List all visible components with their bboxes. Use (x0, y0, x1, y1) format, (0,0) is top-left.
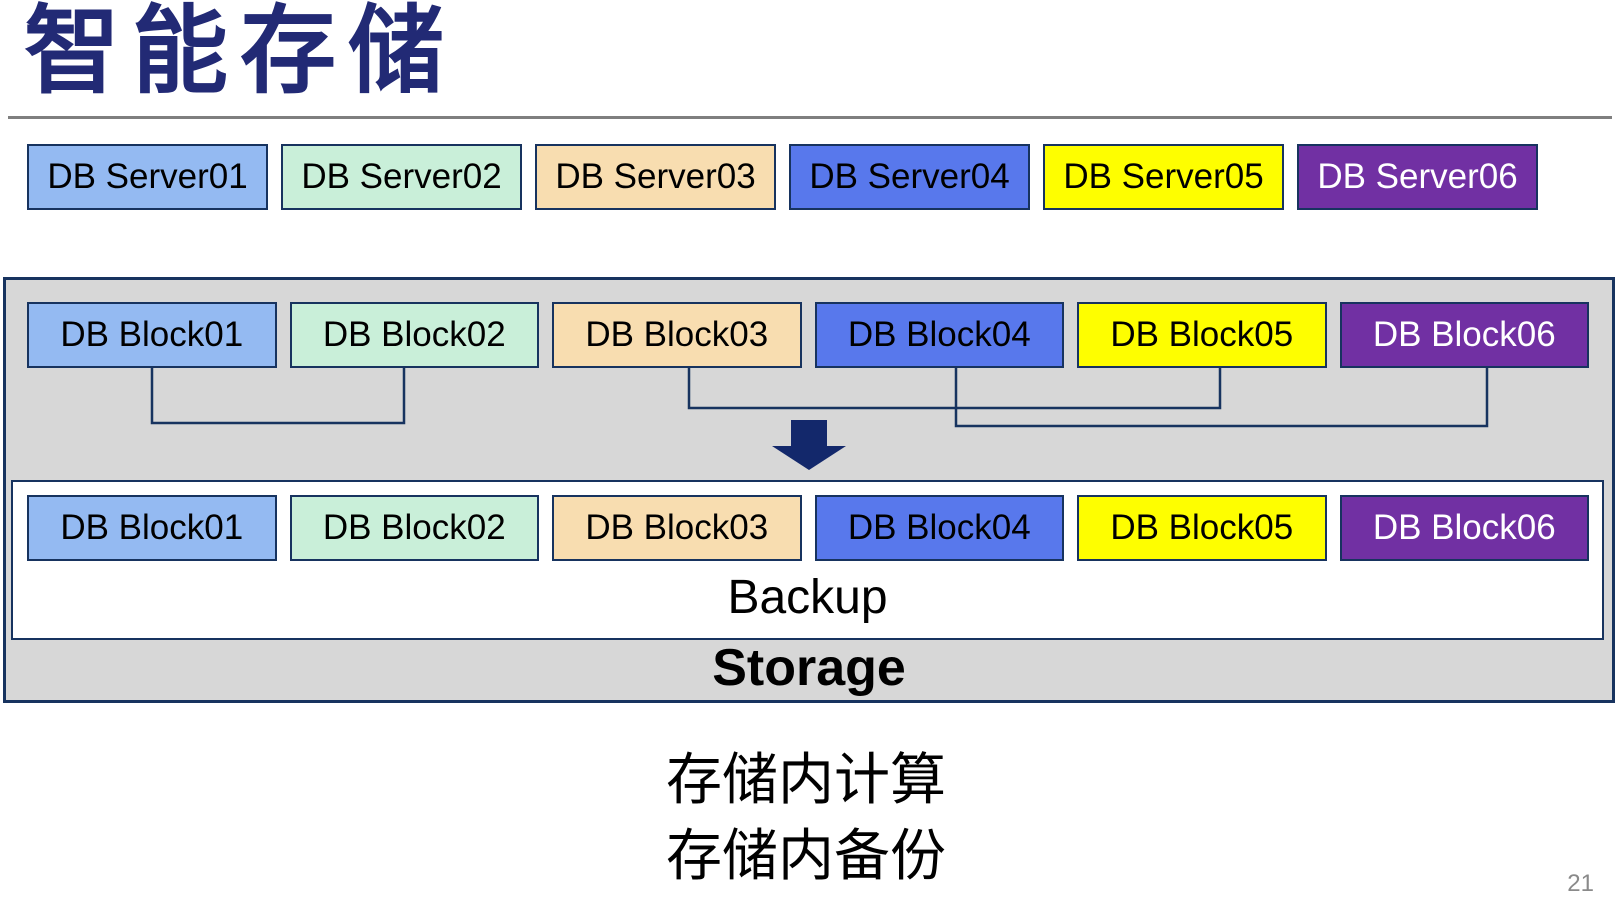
db-server-box-2: DB Server02 (281, 144, 522, 210)
backup-label: Backup (727, 571, 888, 624)
db-block-top-4: DB Block04 (814, 302, 1064, 368)
page-number: 21 (1567, 870, 1594, 897)
db-server-box-4: DB Server04 (789, 144, 1030, 210)
db-block-top-1: DB Block01 (27, 302, 277, 368)
db-block-top-5: DB Block05 (1077, 302, 1327, 368)
db-block-top-6: DB Block06 (1339, 302, 1589, 368)
db-block-bottom-5: DB Block05 (1077, 495, 1327, 561)
db-server-box-6: DB Server06 (1297, 144, 1538, 210)
db-block-top-3: DB Block03 (552, 302, 802, 368)
slide-title: 智能存储 (24, 0, 456, 105)
db-server-box-5: DB Server05 (1043, 144, 1284, 210)
title-divider (8, 116, 1612, 119)
caption-line-2: 存储内备份 (666, 823, 946, 887)
caption-text: 存储内计算 存储内备份 (666, 742, 946, 893)
storage-label: Storage (712, 639, 906, 697)
db-block-bottom-1: DB Block01 (27, 495, 277, 561)
db-block-bottom-6: DB Block06 (1339, 495, 1589, 561)
caption-line-1: 存储内计算 (666, 748, 946, 811)
db-server-box-3: DB Server03 (535, 144, 776, 210)
db-block-bottom-2: DB Block02 (289, 495, 539, 561)
db-block-row-top: DB Block01 DB Block02 DB Block03 DB Bloc… (27, 302, 1589, 368)
db-block-bottom-4: DB Block04 (814, 495, 1064, 561)
backup-box: DB Block01 DB Block02 DB Block03 DB Bloc… (11, 480, 1604, 640)
db-block-row-bottom: DB Block01 DB Block02 DB Block03 DB Bloc… (27, 495, 1589, 561)
db-block-top-2: DB Block02 (289, 302, 539, 368)
db-server-box-1: DB Server01 (27, 144, 268, 210)
db-server-row: DB Server01 DB Server02 DB Server03 DB S… (27, 144, 1538, 210)
db-block-bottom-3: DB Block03 (552, 495, 802, 561)
storage-container: DB Block01 DB Block02 DB Block03 DB Bloc… (3, 277, 1615, 703)
